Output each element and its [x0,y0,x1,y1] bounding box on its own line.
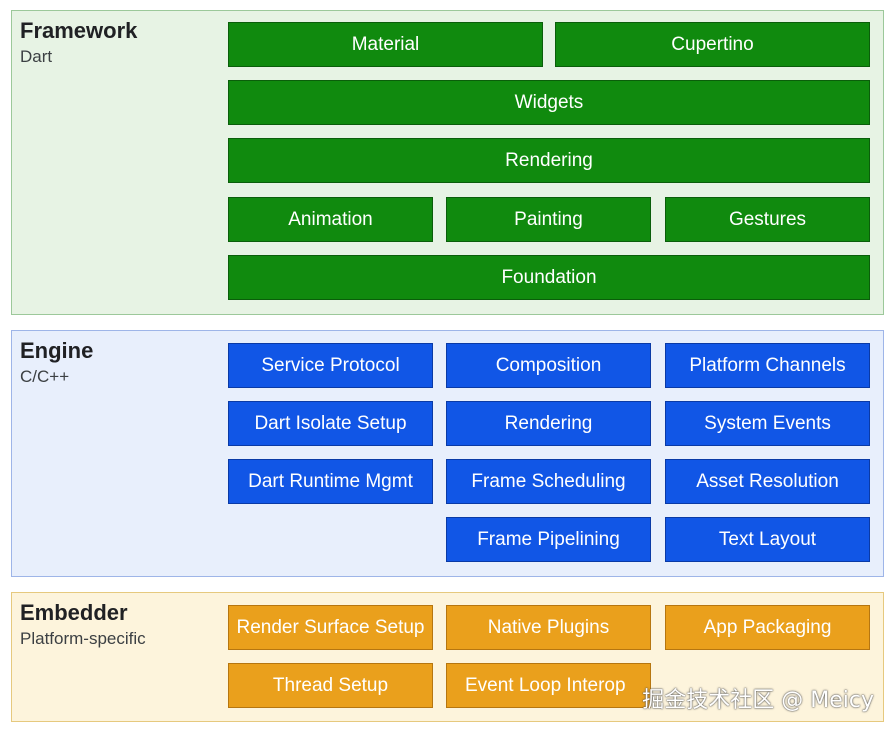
box-dart-runtime-mgmt: Dart Runtime Mgmt [228,459,433,504]
box-widgets: Widgets [228,80,870,125]
box-native-plugins: Native Plugins [446,605,651,650]
framework-title: Framework [20,18,138,43]
box-system-events: System Events [665,401,870,446]
box-material: Material [228,22,543,67]
embedder-title: Embedder [20,600,128,625]
box-rendering-engine: Rendering [446,401,651,446]
box-event-loop-interop: Event Loop Interop [446,663,651,708]
box-service-protocol: Service Protocol [228,343,433,388]
box-painting: Painting [446,197,651,242]
watermark: 掘金技术社区 @ Meicy [642,688,874,713]
box-rendering-framework: Rendering [228,138,870,183]
box-cupertino: Cupertino [555,22,870,67]
box-app-packaging: App Packaging [665,605,870,650]
box-composition: Composition [446,343,651,388]
engine-title: Engine [20,338,94,363]
box-dart-isolate-setup: Dart Isolate Setup [228,401,433,446]
box-gestures: Gestures [665,197,870,242]
box-frame-scheduling: Frame Scheduling [446,459,651,504]
box-render-surface-setup: Render Surface Setup [228,605,433,650]
box-text-layout: Text Layout [665,517,870,562]
box-thread-setup: Thread Setup [228,663,433,708]
embedder-subtitle: Platform-specific [20,629,146,648]
box-animation: Animation [228,197,433,242]
box-frame-pipelining: Frame Pipelining [446,517,651,562]
box-platform-channels: Platform Channels [665,343,870,388]
engine-subtitle: C/C++ [20,367,70,386]
box-foundation: Foundation [228,255,870,300]
box-asset-resolution: Asset Resolution [665,459,870,504]
framework-subtitle: Dart [20,47,53,66]
